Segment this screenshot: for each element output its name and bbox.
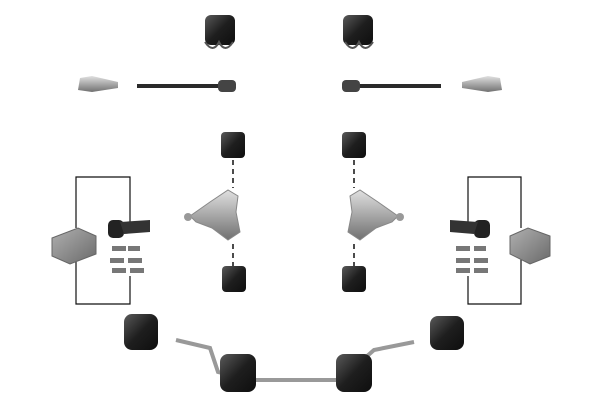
brake-pad-set-left (51, 227, 97, 265)
stabilizer-bushing-inner-right (336, 354, 372, 392)
control-arm-left (184, 189, 241, 241)
tie-rod-end-left (78, 76, 118, 92)
tie-rod-end-right (462, 76, 502, 92)
ball-joint-left (108, 220, 150, 238)
bracket-lines-right (467, 176, 522, 305)
tie-rod-left (137, 80, 236, 92)
stabilizer-bushing-inner-left (220, 354, 256, 392)
tie-rod-right (342, 80, 441, 92)
brake-pad-set-right (509, 227, 551, 265)
ball-joint-right (450, 220, 490, 238)
stabilizer-bushing-outer-left (124, 314, 158, 350)
stabilizer-bar (175, 338, 415, 382)
bolt-set-left (110, 246, 144, 273)
stabilizer-bushing-outer-right (430, 316, 464, 350)
bushing-lower-right (342, 266, 366, 292)
dashed-guide-lines (232, 160, 355, 266)
steering-boot-left (204, 15, 235, 49)
control-arm-right (347, 189, 404, 241)
bushing-lower-left (222, 266, 246, 292)
bushing-upper-left (221, 132, 245, 158)
bushing-upper-right (342, 132, 366, 158)
bolt-set-right (456, 246, 488, 273)
steering-boot-right (343, 15, 374, 49)
bracket-lines-left (75, 176, 131, 305)
